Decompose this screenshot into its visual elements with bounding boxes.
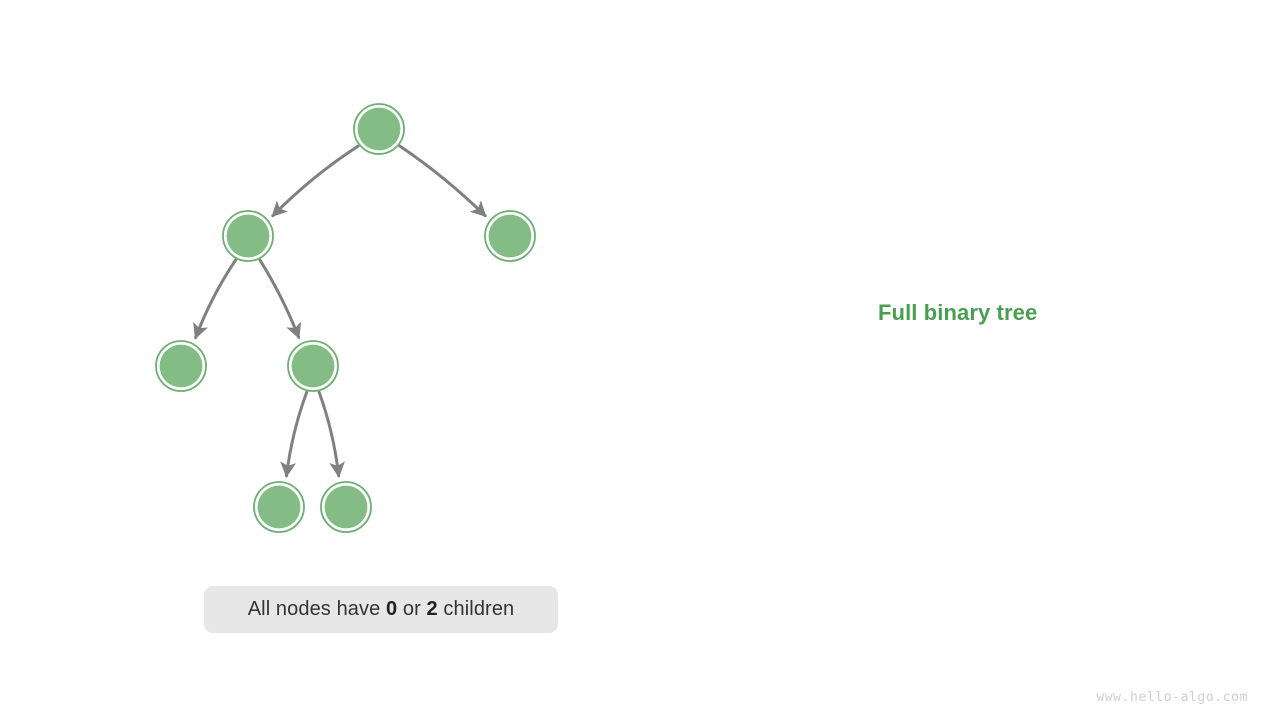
caption-badge: All nodes have 0 or 2 children — [204, 586, 558, 633]
tree-edge — [317, 390, 346, 478]
tree-edge — [193, 258, 238, 340]
tree-node[interactable] — [155, 340, 207, 392]
tree-node-fill — [357, 107, 401, 151]
tree-node-fill — [488, 214, 532, 258]
tree-node[interactable] — [353, 103, 405, 155]
tree-edge — [398, 144, 487, 218]
tree-node[interactable] — [287, 340, 339, 392]
caption-conjunction: or — [397, 598, 427, 620]
caption-suffix: children — [437, 598, 515, 620]
tree-node[interactable] — [253, 481, 305, 533]
tree-edge-layer — [193, 144, 487, 478]
tree-node-ring — [320, 481, 372, 533]
tree-node-ring — [222, 210, 274, 262]
tree-node-ring — [484, 210, 536, 262]
tree-node-fill — [324, 485, 368, 529]
tree-edge — [271, 144, 360, 218]
tree-node-ring — [353, 103, 405, 155]
tree-edge — [280, 390, 309, 478]
tree-node-layer — [155, 103, 536, 533]
tree-node-ring — [155, 340, 207, 392]
tree-node-ring — [287, 340, 339, 392]
tree-node[interactable] — [320, 481, 372, 533]
caption-count-zero: 0 — [386, 598, 398, 620]
tree-node-fill — [257, 485, 301, 529]
caption-count-two: 2 — [426, 598, 438, 620]
tree-node-fill — [159, 344, 203, 388]
page-title: Full binary tree — [878, 300, 1038, 325]
tree-node-fill — [291, 344, 335, 388]
caption-text: All nodes have 0 or 2 children — [248, 598, 515, 621]
tree-node-ring — [253, 481, 305, 533]
watermark: www.hello-algo.com — [1096, 690, 1248, 705]
tree-node[interactable] — [484, 210, 536, 262]
caption-prefix: All nodes have — [247, 598, 386, 620]
tree-node-fill — [226, 214, 270, 258]
tree-node[interactable] — [222, 210, 274, 262]
tree-edge — [258, 258, 302, 340]
